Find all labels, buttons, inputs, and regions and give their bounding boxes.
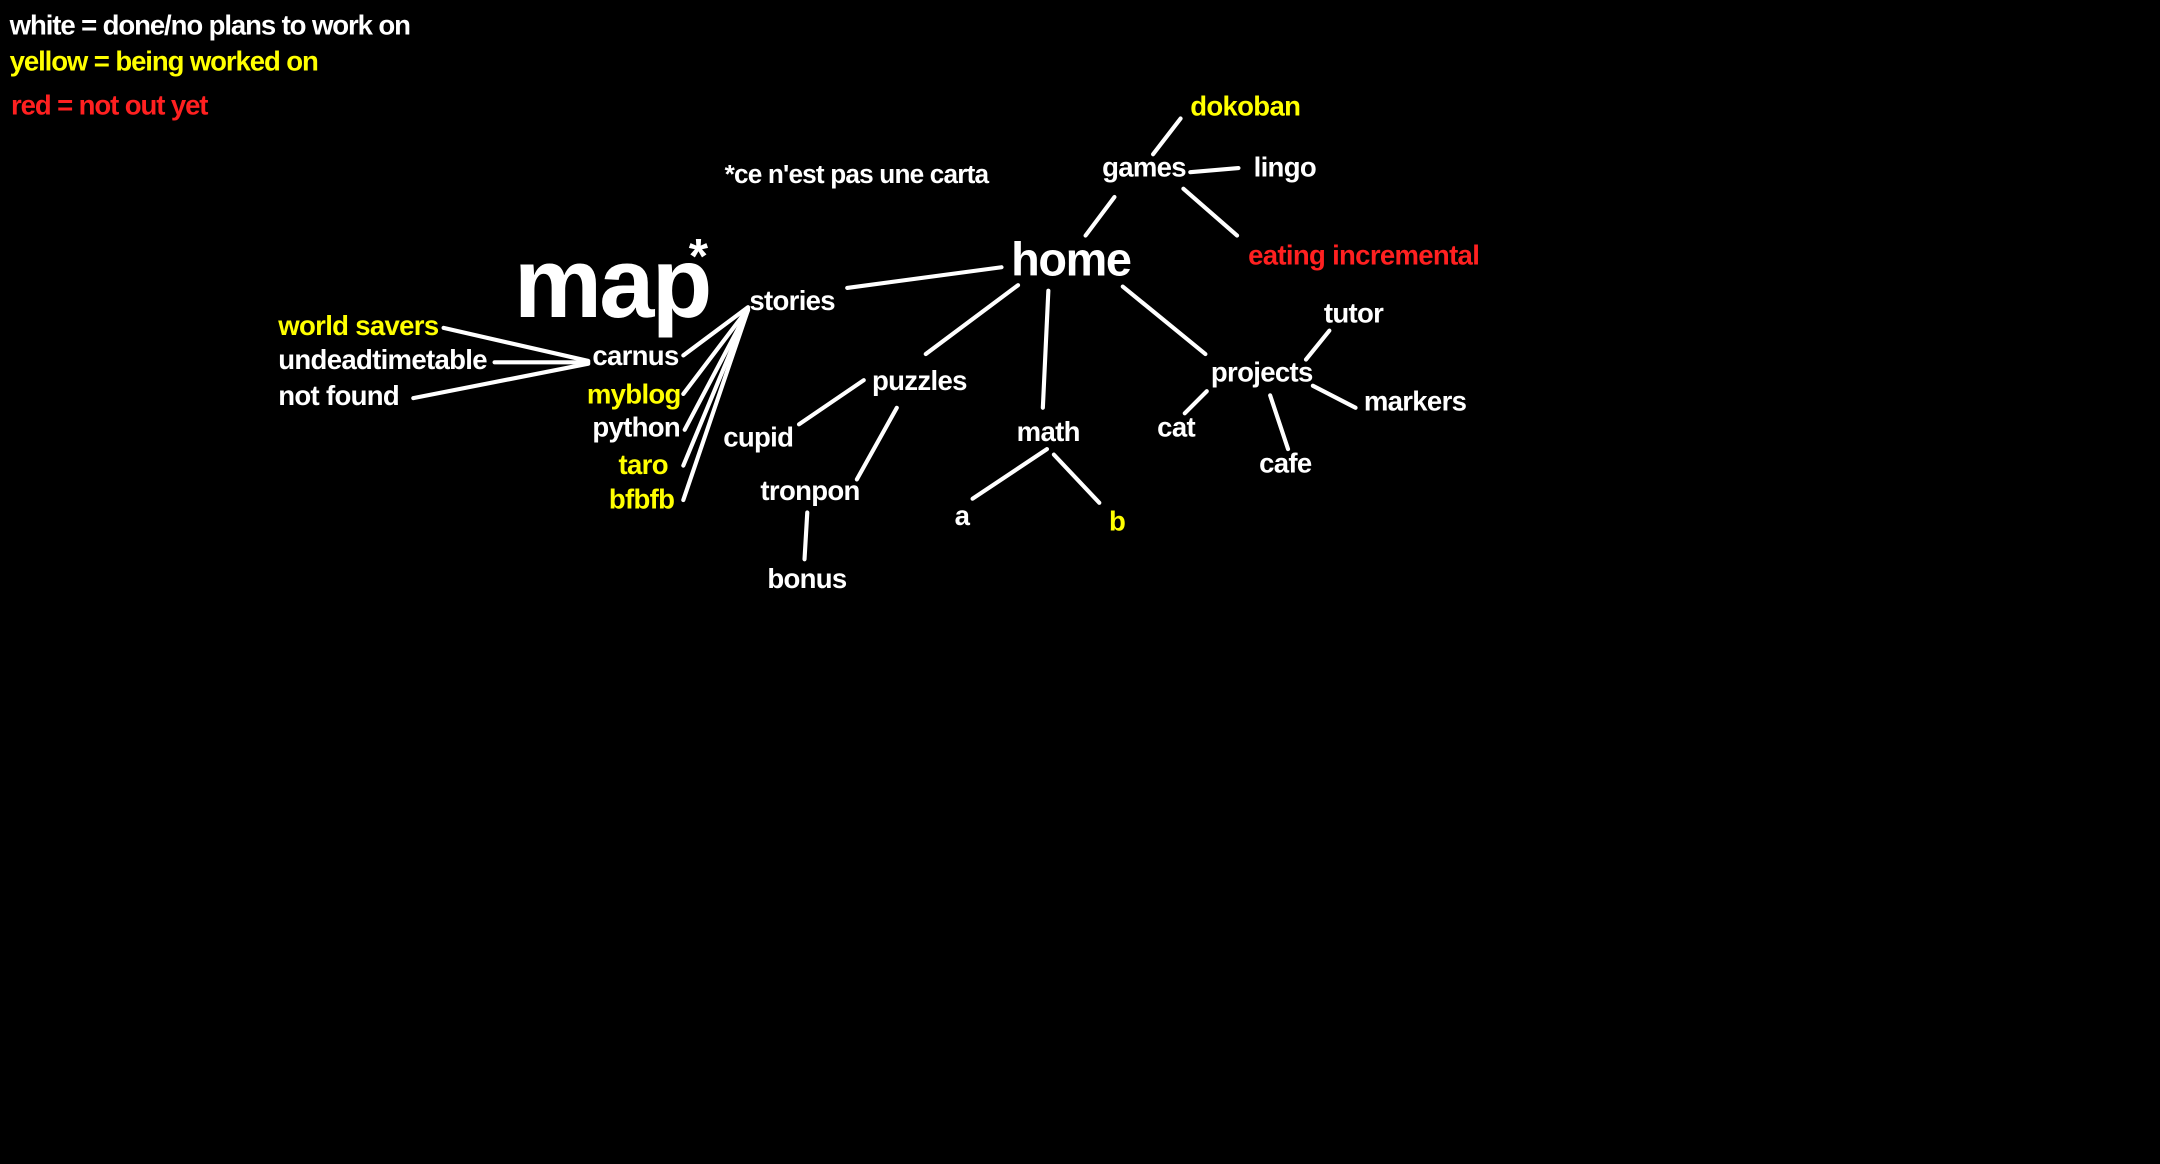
node-puzzles: puzzles (872, 366, 967, 397)
legend-white: white = done/no plans to work on (9, 11, 411, 42)
edge-stories-carnus (681, 305, 751, 358)
edge-home-projects (1120, 284, 1208, 357)
edge-home-games (1083, 194, 1117, 238)
node-a: a (954, 501, 970, 532)
edge-projects-tutor (1303, 328, 1332, 362)
node-bonus: bonus (767, 564, 847, 596)
edge-games-dokoban (1150, 116, 1183, 157)
node-dokoban: dokoban (1190, 92, 1301, 123)
node-python: python (592, 413, 681, 444)
title-word: map (513, 228, 712, 339)
node-myblog: myblog (586, 380, 682, 411)
node-lingo: lingo (1253, 152, 1317, 184)
edge-puzzles-tronpon (854, 405, 899, 482)
node-cupid: cupid (723, 422, 794, 454)
edge-stories-bfbfb (681, 307, 751, 503)
node-cat: cat (1157, 413, 1195, 444)
page-title: map (514, 234, 712, 333)
edge-carnus-world-savers (441, 325, 591, 363)
node-not-found: not found (278, 381, 400, 412)
edge-projects-markers (1310, 383, 1358, 410)
edge-projects-cat (1182, 389, 1209, 416)
node-carnus: carnus (592, 341, 679, 372)
node-markers: markers (1363, 387, 1467, 418)
node-stories: stories (749, 286, 835, 317)
edge-games-eating-incremental (1181, 186, 1240, 238)
footnote: *ce n'est pas une carta (724, 161, 989, 191)
edge-math-b (1051, 452, 1102, 505)
title-asterisk: * (688, 227, 708, 284)
edge-home-math (1040, 288, 1051, 410)
node-cafe: cafe (1259, 449, 1312, 480)
node-math: math (1016, 417, 1081, 448)
edge-math-a (970, 447, 1050, 501)
edge-stories-python (682, 307, 751, 432)
edge-games-lingo (1188, 166, 1241, 175)
legend-red: red = not out yet (11, 90, 208, 122)
edge-tronpon-bonus (802, 510, 810, 562)
node-taro: taro (618, 450, 669, 481)
node-tronpon: tronpon (760, 476, 860, 507)
node-home: home (1011, 234, 1132, 287)
node-b: b (1108, 506, 1126, 538)
node-world-savers: world savers (278, 311, 439, 342)
node-tutor: tutor (1323, 298, 1384, 330)
legend-yellow: yellow = being worked on (9, 46, 319, 78)
edge-home-puzzles (923, 283, 1021, 357)
node-undeadtimetable: undeadtimetable (278, 345, 487, 377)
node-bfbfb: bfbfb (608, 484, 675, 516)
node-projects: projects (1210, 358, 1313, 389)
node-games: games (1102, 152, 1187, 184)
edge-stories-myblog (681, 306, 751, 397)
edge-puzzles-cupid (796, 378, 866, 427)
edge-projects-cafe (1268, 393, 1291, 452)
edge-carnus-not-found (411, 361, 591, 401)
node-eating-incremental: eating incremental (1248, 241, 1480, 272)
edge-home-stories (845, 265, 1004, 290)
